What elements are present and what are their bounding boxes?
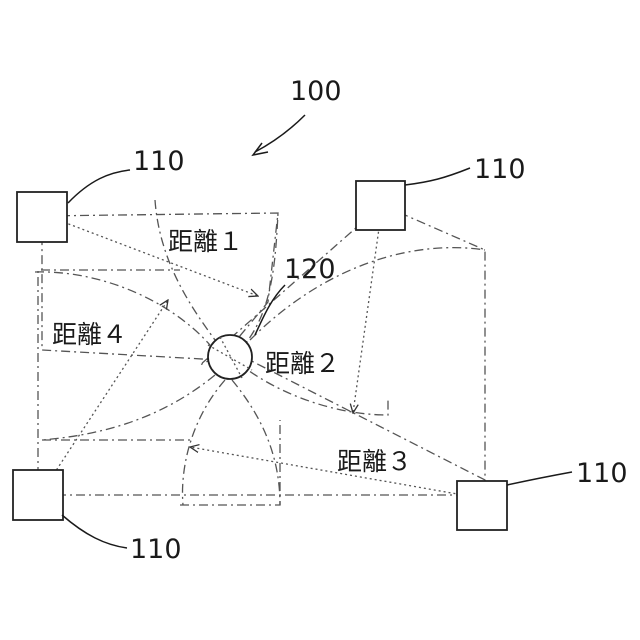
leader-line-bottom-left — [62, 515, 127, 548]
distance-arrow-2 — [353, 207, 382, 413]
leader-line-tag — [255, 285, 285, 335]
system-label: 100 — [290, 76, 342, 107]
distance-label-3: 距離３ — [337, 447, 412, 476]
boundary-curve-1 — [155, 200, 278, 360]
leader-line-bottom-right — [507, 472, 572, 485]
anchor-square-bottom-right — [457, 481, 507, 530]
anchor-label-top-left: 110 — [133, 146, 185, 177]
anchor-label-bottom-left: 110 — [130, 534, 182, 565]
anchor-square-bottom-left — [13, 470, 63, 520]
boundary-curve-3 — [35, 272, 215, 440]
system-arrow — [255, 115, 305, 152]
anchor-square-top-left — [17, 192, 67, 242]
anchor-square-top-right — [356, 181, 405, 230]
dashed-region-3 — [38, 270, 480, 495]
distance-arrow-3 — [190, 447, 480, 498]
tag-label: 120 — [284, 254, 336, 285]
distance-label-4: 距離４ — [52, 320, 127, 349]
anchor-label-bottom-right: 110 — [576, 458, 628, 489]
dashed-region-4 — [42, 420, 280, 505]
boundary-curve-2 — [235, 248, 485, 415]
distance-label-1: 距離１ — [168, 227, 243, 256]
leader-line-top-left — [68, 170, 130, 203]
boundary-curve-4 — [182, 380, 280, 505]
leader-line-top-right — [405, 168, 470, 185]
anchor-label-top-right: 110 — [474, 154, 526, 185]
distance-label-2: 距離２ — [265, 349, 340, 378]
